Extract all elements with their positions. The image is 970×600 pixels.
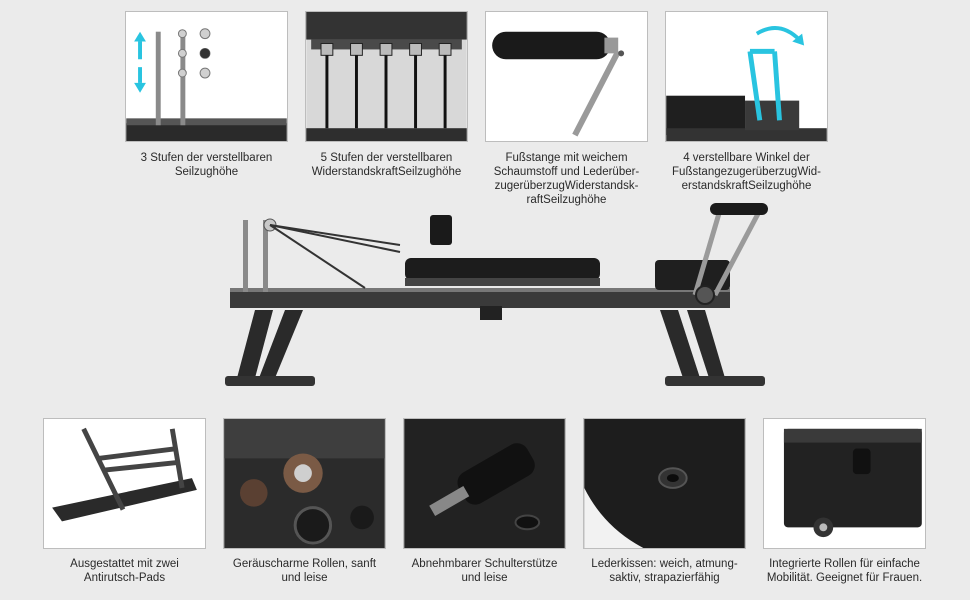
antislip-pad-photo [44, 419, 205, 548]
tile-footbar-angles [665, 11, 828, 142]
caption-antislip-pads: Ausgestattet mit zwei Antirutsch-Pads [70, 558, 179, 584]
caption-shoulder-rest: Abnehmbarer Schulterstütze und leise [411, 558, 558, 584]
tile-footbar [485, 11, 648, 142]
tile-resistance-levels [305, 11, 468, 142]
caption-footbar: Fußstange mit weichem Schaumstoff und Le… [493, 152, 640, 206]
up-down-arrow-icon [134, 31, 146, 93]
quiet-rollers-photo [224, 419, 385, 548]
tile-shoulder-rest [403, 418, 566, 549]
leather-cushion-photo [584, 419, 745, 548]
caption-quiet-rollers: Geräuscharme Rollen, sanft und leise [232, 558, 377, 584]
footbar-angles-photo [666, 12, 827, 141]
pilates-reformer-image [215, 200, 785, 400]
caption-footbar-angles: 4 verstellbare Winkel der Fußstangezuger… [672, 152, 821, 192]
caption-transport-wheels: Integrierte Rollen für einfache Mobilitä… [766, 558, 923, 584]
tile-antislip-pads [43, 418, 206, 549]
shoulder-rest-photo [404, 419, 565, 548]
caption-resistance-levels: 5 Stufen der verstellbaren Widerstandskr… [311, 152, 462, 178]
caption-cable-height: 3 Stufen der verstellbaren Seilzughöhe [140, 152, 273, 178]
caption-leather-cushion: Lederkissen: weich, atmung- saktiv, stra… [591, 558, 738, 584]
tile-transport-wheels [763, 418, 926, 549]
footbar-photo [486, 12, 647, 141]
cable-height-photo [126, 12, 287, 141]
tile-cable-height [125, 11, 288, 142]
resistance-springs-photo [306, 12, 467, 141]
tile-leather-cushion [583, 418, 746, 549]
transport-wheels-photo [764, 419, 925, 548]
tile-quiet-rollers [223, 418, 386, 549]
